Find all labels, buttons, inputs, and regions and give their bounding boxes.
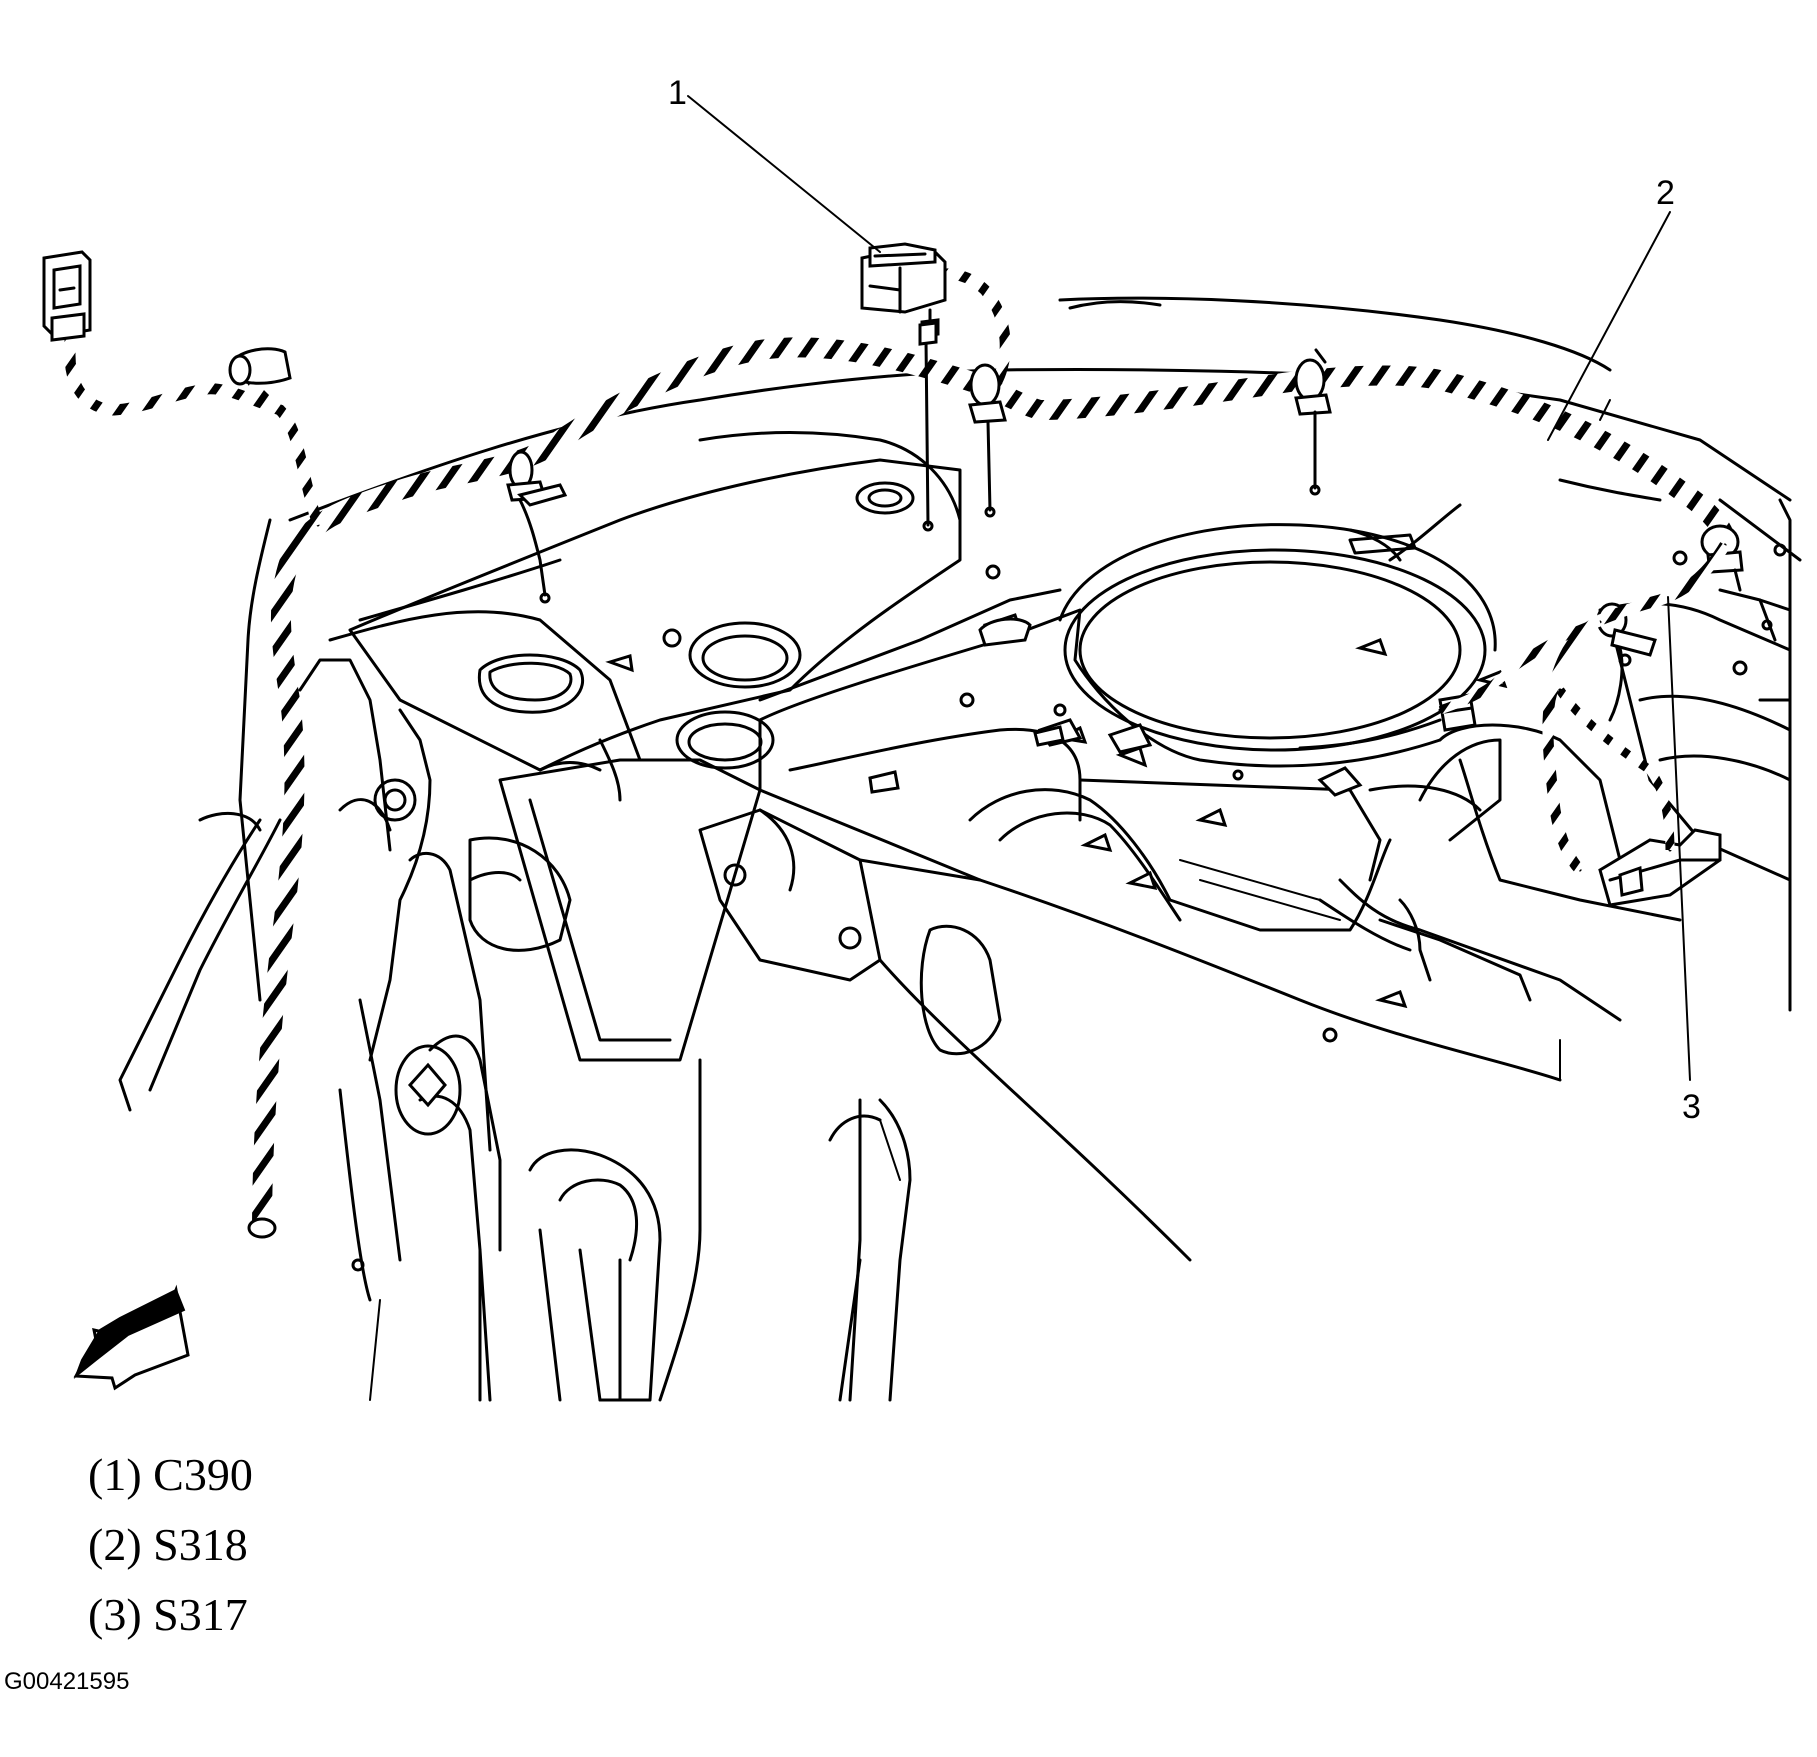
legend: (1) C390 (2) S318 (3) S317 <box>88 1440 253 1650</box>
callout-2-number: 2 <box>1656 174 1675 212</box>
harness-clips <box>506 321 1792 722</box>
callout-1-number: 1 <box>668 74 687 112</box>
callouts: 1 2 3 <box>668 74 1701 1126</box>
legend-item-s318: (2) S318 <box>88 1519 248 1570</box>
callout-2-leader <box>1547 211 1671 441</box>
callout-3-number: 3 <box>1682 1088 1701 1126</box>
pigtail-connector <box>228 347 292 386</box>
wiring-harness <box>42 242 1792 1239</box>
left-connector <box>42 250 92 342</box>
legend-item-s317: (3) S317 <box>88 1589 248 1640</box>
callout-3-leader <box>1667 596 1691 1081</box>
callout-1-leader <box>687 95 881 253</box>
legend-item-c390: (1) C390 <box>88 1449 253 1500</box>
connector-c390 <box>860 242 947 338</box>
vehicle-body-structure <box>118 296 1802 1402</box>
figure-id: G00421595 <box>4 1668 130 1695</box>
forward-direction-arrow <box>73 1284 190 1391</box>
